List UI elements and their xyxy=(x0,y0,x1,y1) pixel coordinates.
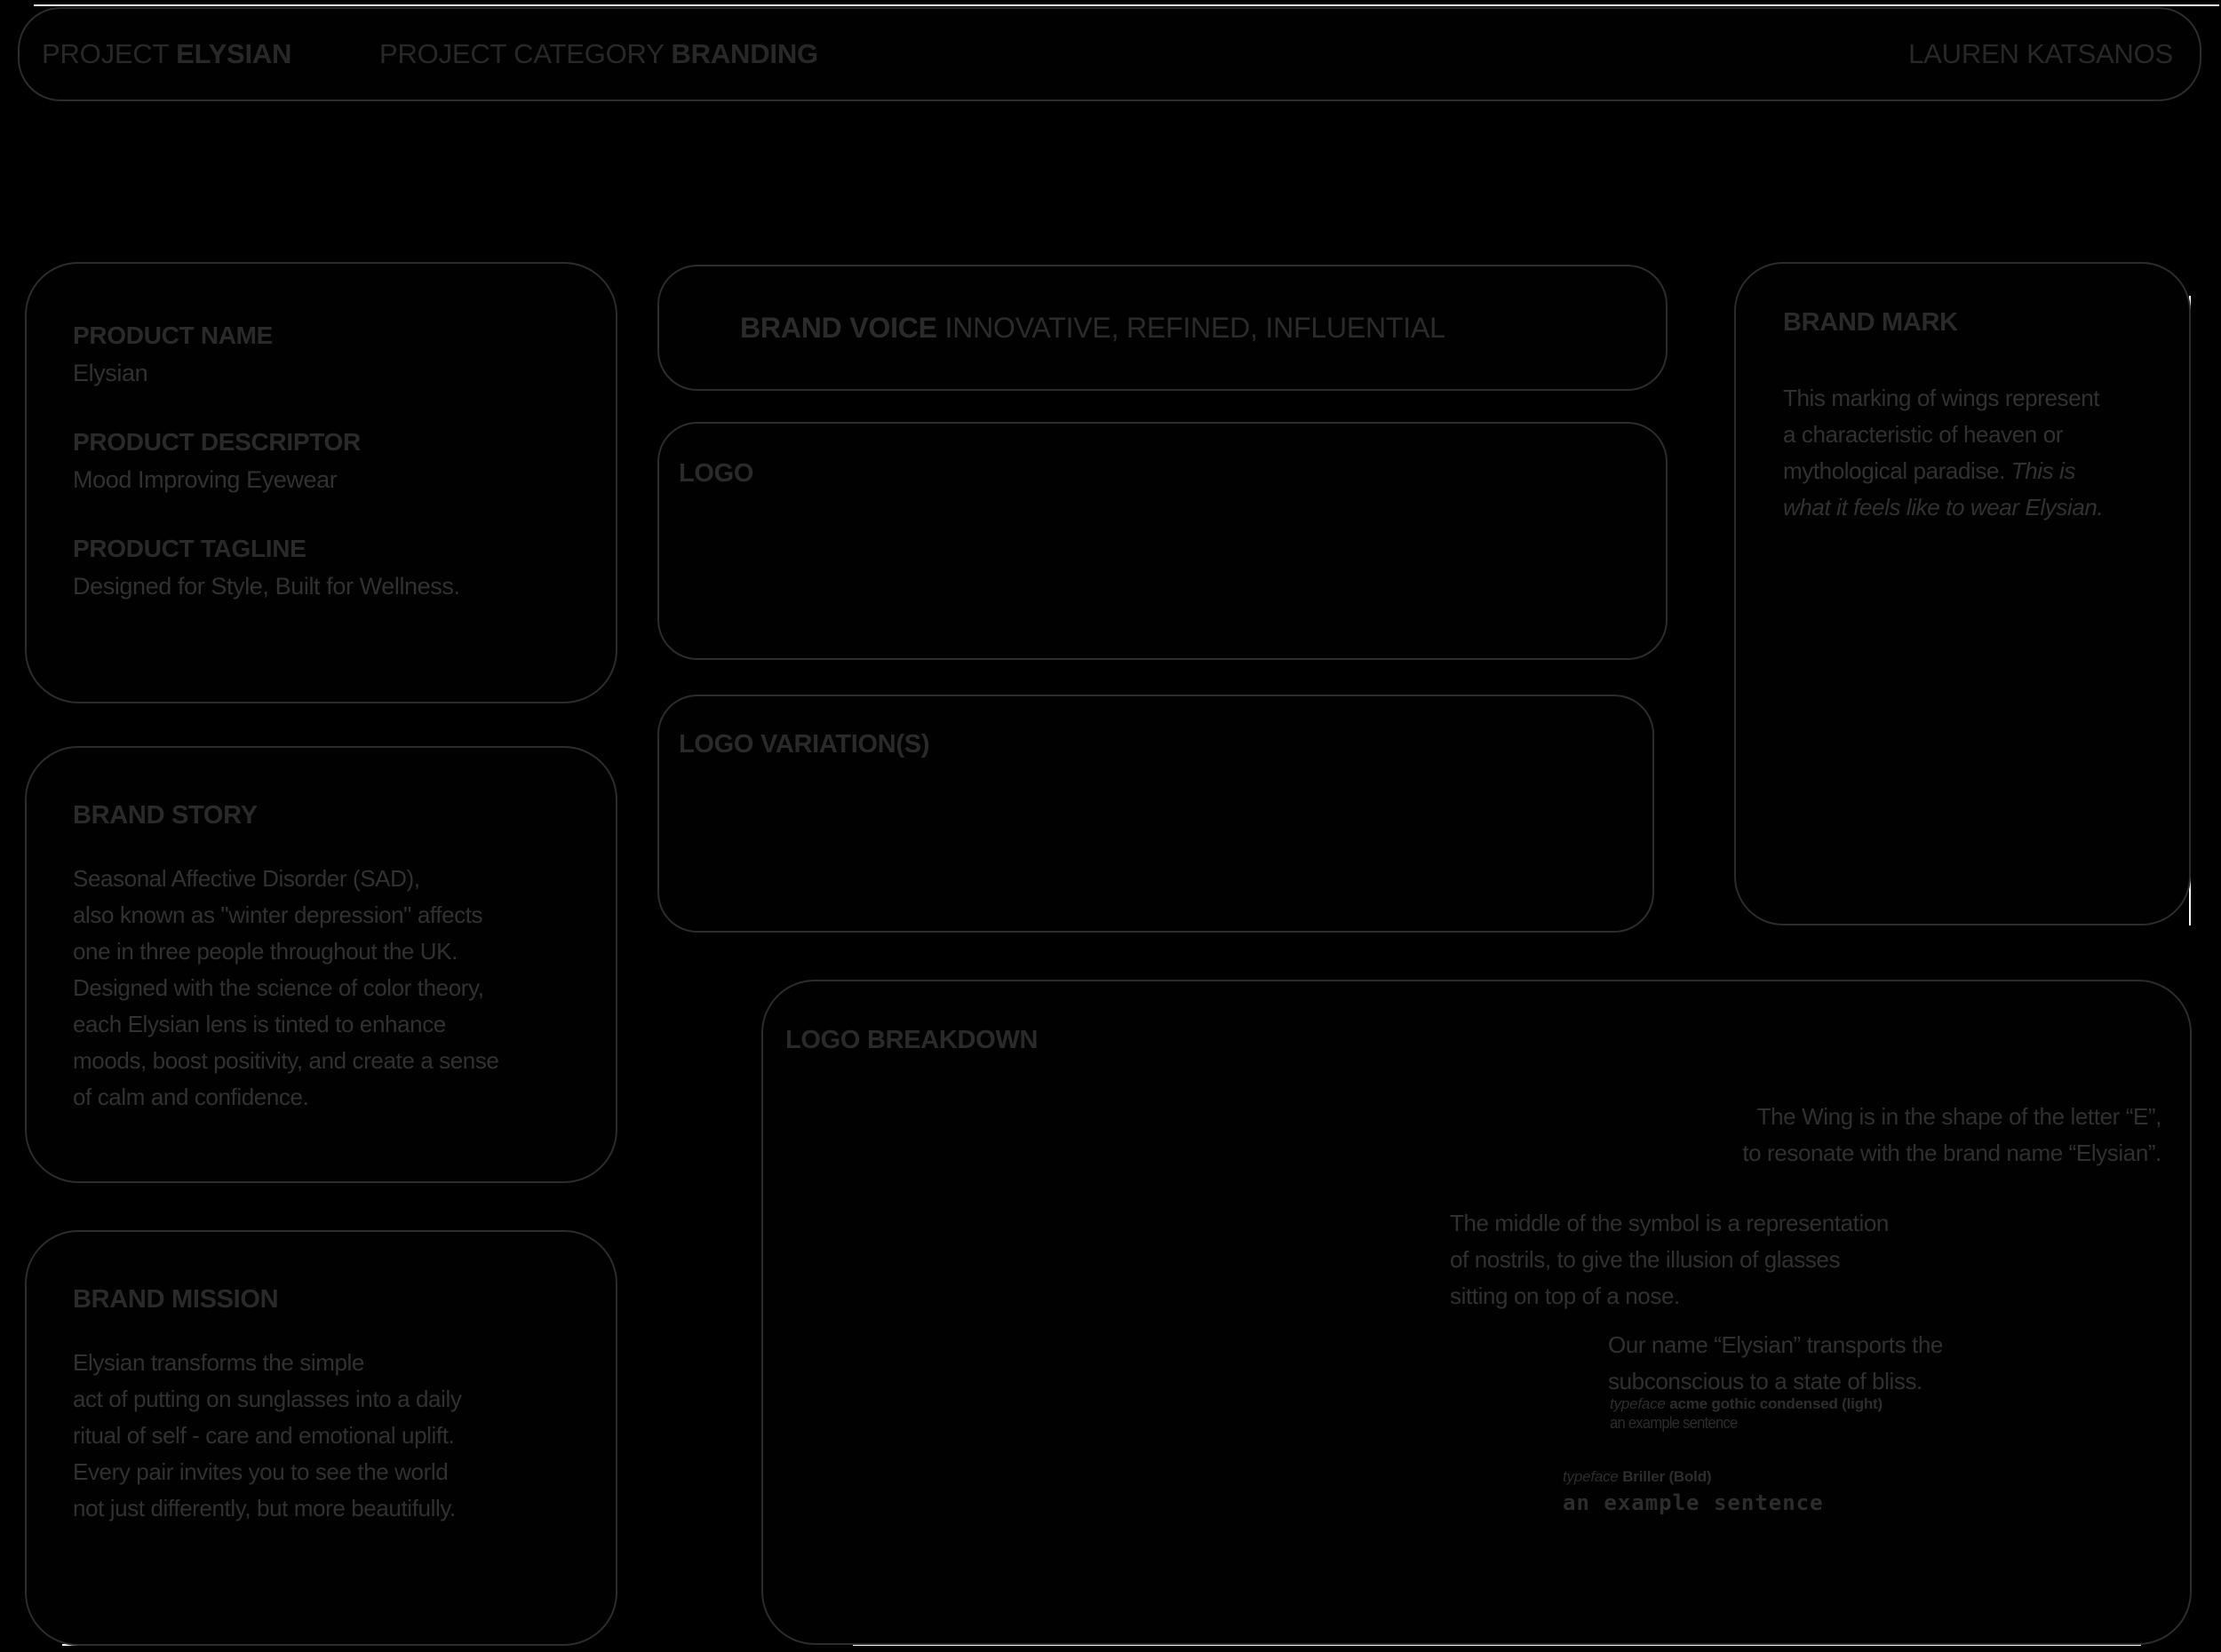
product-descriptor-value: Mood Improving Eyewear xyxy=(73,466,338,493)
category-label: PROJECT CATEGORY xyxy=(379,38,672,69)
brand-story-title: BRAND STORY xyxy=(73,801,258,830)
brand-story-card: BRAND STORY Seasonal Affective Disorder … xyxy=(25,746,617,1183)
product-name-label: PRODUCT NAME xyxy=(73,322,274,349)
brand-mission-line: not just differently, but more beautiful… xyxy=(73,1495,456,1521)
author-name-text: LAUREN KATSANOS xyxy=(1908,38,2173,69)
logo-card: LOGO xyxy=(657,422,1668,660)
wing-annotation-line: The Wing is in the shape of the letter “… xyxy=(1756,1103,2162,1130)
logo-breakdown-title: LOGO BREAKDOWN xyxy=(785,1026,1039,1054)
logo-card-title: LOGO xyxy=(679,459,754,488)
author-name: LAUREN KATSANOS xyxy=(1908,9,2173,99)
page-edge-bottom-right xyxy=(853,1644,2141,1646)
brand-mission-line: act of putting on sunglasses into a dail… xyxy=(73,1386,462,1412)
typeface-briller-title: typeface Briller (Bold) xyxy=(1563,1467,1824,1487)
project-label: PROJECT xyxy=(42,38,177,69)
brand-mission-line: Elysian transforms the simple xyxy=(73,1349,364,1376)
wing-annotation: The Wing is in the shape of the letter “… xyxy=(1742,1099,2161,1171)
brand-mark-line-plain: mythological paradise. xyxy=(1783,457,2011,484)
typeface-acme-sample: an example sentence xyxy=(1610,1414,1738,1432)
nostrils-annotation-line: of nostrils, to give the illusion of gla… xyxy=(1450,1246,1841,1273)
product-info-card: PRODUCT NAME Elysian PRODUCT DESCRIPTOR … xyxy=(25,262,617,703)
brand-story-line: Seasonal Affective Disorder (SAD), xyxy=(73,865,420,892)
project-title: PROJECT ELYSIAN xyxy=(42,9,291,99)
nostrils-annotation-line: sitting on top of a nose. xyxy=(1450,1283,1680,1309)
brand-story-line: of calm and confidence. xyxy=(73,1084,309,1110)
brand-mark-line: a characteristic of heaven or xyxy=(1783,421,2064,448)
brand-mark-line-italic: what it feels like to wear Elysian. xyxy=(1783,494,2104,520)
brand-voice-text: BRAND VOICE INNOVATIVE, REFINED, INFLUEN… xyxy=(740,266,1445,389)
brand-mark-line: mythological paradise. This is xyxy=(1783,453,2171,489)
logo-variations-card: LOGO VARIATION(S) xyxy=(657,695,1654,933)
typeface-label: typeface xyxy=(1563,1468,1623,1485)
brand-mark-text: This marking of wings represent a charac… xyxy=(1783,380,2171,526)
brand-mission-card: BRAND MISSION Elysian transforms the sim… xyxy=(25,1230,617,1646)
project-value: ELYSIAN xyxy=(176,38,292,69)
brand-voice-value: INNOVATIVE, REFINED, INFLUENTIAL xyxy=(944,311,1445,344)
brand-mark-line: This marking of wings represent xyxy=(1783,385,2100,411)
brand-story-line: moods, boost positivity, and create a se… xyxy=(73,1047,499,1074)
brand-voice-card: BRAND VOICE INNOVATIVE, REFINED, INFLUEN… xyxy=(657,265,1668,391)
nostrils-annotation: The middle of the symbol is a representa… xyxy=(1450,1205,1889,1314)
typeface-acme-block: typeface acme gothic condensed (light) a… xyxy=(1610,1394,1883,1433)
typeface-acme-title: typeface acme gothic condensed (light) xyxy=(1610,1394,1883,1414)
brand-story-text: Seasonal Affective Disorder (SAD), also … xyxy=(73,861,598,1116)
logo-breakdown-card: LOGO BREAKDOWN The Wing is in the shape … xyxy=(761,980,2192,1645)
brand-story-line: Designed with the science of color theor… xyxy=(73,974,484,1001)
typeface-briller-sample: an example sentence xyxy=(1563,1490,1824,1515)
brand-story-line: one in three people throughout the UK. xyxy=(73,938,458,965)
typeface-label: typeface xyxy=(1610,1395,1670,1412)
brand-mark-title: BRAND MARK xyxy=(1783,308,1958,337)
typeface-briller-block: typeface Briller (Bold) an example sente… xyxy=(1563,1467,1824,1515)
product-tagline-label: PRODUCT TAGLINE xyxy=(73,535,306,562)
name-annotation-line: subconscious to a state of bliss. xyxy=(1608,1368,1922,1394)
product-name-value: Elysian xyxy=(73,360,148,386)
name-annotation-line: Our name “Elysian” transports the xyxy=(1608,1331,1943,1358)
product-tagline-value: Designed for Style, Built for Wellness. xyxy=(73,573,460,600)
page-edge-top xyxy=(34,4,2219,6)
name-annotation: Our name “Elysian” transports the subcon… xyxy=(1608,1327,1943,1400)
brand-mark-line-italic: This is xyxy=(2010,457,2076,484)
typeface-name: acme gothic condensed (light) xyxy=(1669,1395,1883,1412)
brand-mission-text: Elysian transforms the simple act of put… xyxy=(73,1345,598,1527)
header-bar: PROJECT ELYSIAN PROJECT CATEGORY BRANDIN… xyxy=(18,7,2201,101)
brand-mission-title: BRAND MISSION xyxy=(73,1285,279,1314)
product-descriptor-label: PRODUCT DESCRIPTOR xyxy=(73,428,361,456)
brand-mark-card: BRAND MARK This marking of wings represe… xyxy=(1734,262,2191,925)
brand-mission-line: ritual of self - care and emotional upli… xyxy=(73,1422,455,1449)
brand-story-line: also known as "winter depression" affect… xyxy=(73,901,483,928)
brand-story-line: each Elysian lens is tinted to enhance xyxy=(73,1011,446,1037)
brand-voice-label: BRAND VOICE xyxy=(740,311,945,344)
typeface-name: Briller (Bold) xyxy=(1622,1468,1712,1485)
project-category: PROJECT CATEGORY BRANDING xyxy=(379,9,818,99)
category-value: BRANDING xyxy=(671,38,819,69)
brand-mission-line: Every pair invites you to see the world xyxy=(73,1458,449,1485)
nostrils-annotation-line: The middle of the symbol is a representa… xyxy=(1450,1210,1889,1236)
logo-variations-title: LOGO VARIATION(S) xyxy=(679,730,930,758)
wing-annotation-line: to resonate with the brand name “Elysian… xyxy=(1742,1140,2161,1166)
